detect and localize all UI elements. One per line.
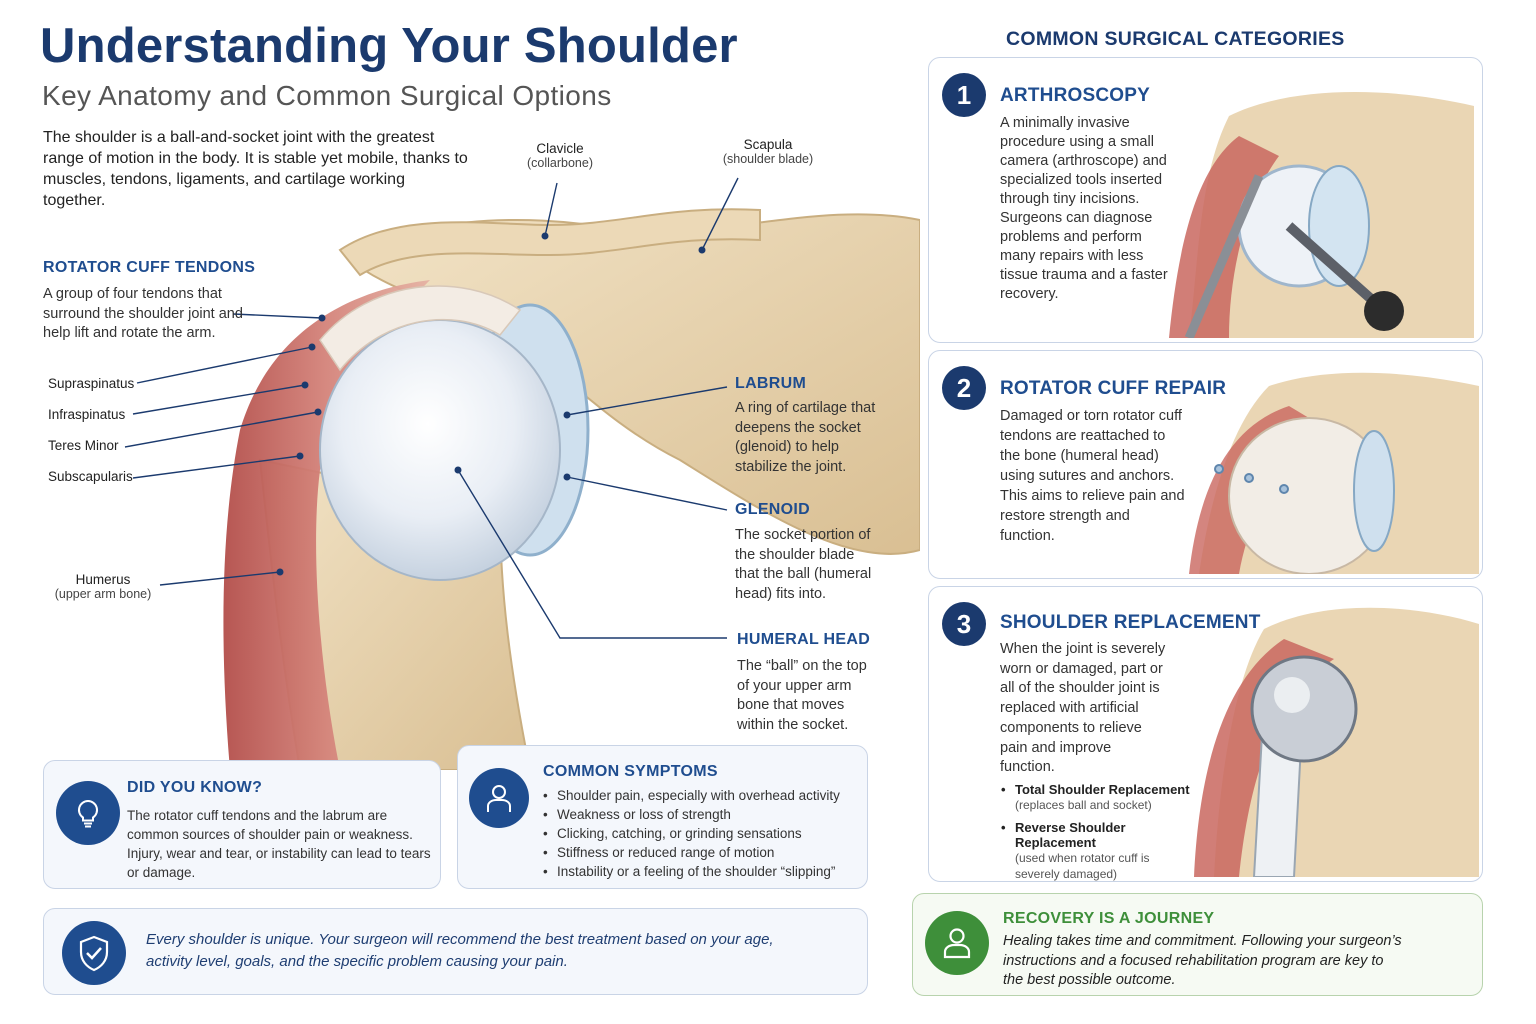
- clavicle-name: Clavicle: [536, 141, 584, 156]
- shield-check-icon: [62, 921, 126, 985]
- person-icon: [925, 911, 989, 975]
- replacement-option-name: Reverse Shoulder Replacement: [1001, 820, 1201, 850]
- arthroscopy-card: 1 ARTHROSCOPY A minimally invasive proce…: [928, 57, 1483, 343]
- surgical-heading: COMMON SURGICAL CATEGORIES: [1006, 28, 1345, 50]
- list-item: Shoulder pain, especially with overhead …: [543, 786, 863, 805]
- person-icon: [469, 768, 529, 828]
- recovery-heading: RECOVERY IS A JOURNEY: [1003, 910, 1215, 927]
- page-title: Understanding Your Shoulder: [40, 19, 738, 73]
- humerus-label: Humerus (upper arm bone): [48, 572, 158, 601]
- unique-note-card: Every shoulder is unique. Your surgeon w…: [43, 908, 868, 995]
- replacement-option: Total Shoulder Replacement (replaces bal…: [1001, 782, 1201, 813]
- rotator-cuff-repair-illustration: [1189, 372, 1479, 574]
- did-you-know-heading: DID YOU KNOW?: [127, 779, 263, 796]
- step-number-badge: 2: [942, 366, 986, 410]
- rotator-cuff-repair-title: ROTATOR CUFF REPAIR: [1000, 378, 1227, 399]
- muscle-label: Subscapularis: [48, 469, 133, 484]
- shoulder-replacement-illustration: [1194, 607, 1479, 877]
- scapula-note: (shoulder blade): [722, 152, 814, 166]
- replacement-option-note: (replaces ball and socket): [1015, 798, 1152, 812]
- humeral-head-text: The “ball” on the top of your upper arm …: [737, 658, 867, 733]
- unique-note-text: Every shoulder is unique. Your surgeon w…: [146, 931, 774, 970]
- recovery-card: RECOVERY IS A JOURNEY Healing takes time…: [912, 893, 1483, 996]
- page-subtitle: Key Anatomy and Common Surgical Options: [42, 80, 612, 111]
- symptoms-card: COMMON SYMPTOMS Shoulder pain, especiall…: [457, 745, 868, 889]
- labrum-heading: LABRUM: [735, 375, 807, 392]
- recovery-text: Healing takes time and commitment. Follo…: [1003, 933, 1402, 988]
- step-number-badge: 3: [942, 602, 986, 646]
- labrum-text: A ring of cartilage that deepens the soc…: [735, 400, 876, 475]
- scapula-label: Scapula (shoulder blade): [700, 137, 836, 166]
- symptoms-heading: COMMON SYMPTOMS: [543, 763, 718, 780]
- lightbulb-icon: [56, 781, 120, 845]
- glenoid-heading: GLENOID: [735, 501, 810, 518]
- humerus-note: (upper arm bone): [54, 587, 152, 601]
- rotator-cuff-heading: ROTATOR CUFF TENDONS: [43, 259, 256, 276]
- shoulder-replacement-text: When the joint is severely worn or damag…: [1000, 641, 1166, 776]
- shoulder-replacement-card: 3 SHOULDER REPLACEMENT When the joint is…: [928, 586, 1483, 882]
- step-number-badge: 1: [942, 73, 986, 117]
- list-item: Instability or a feeling of the shoulder…: [543, 862, 863, 881]
- intro-paragraph: The shoulder is a ball-and-socket joint …: [43, 129, 468, 209]
- list-item: Weakness or loss of strength: [543, 805, 863, 824]
- list-item: Clicking, catching, or grinding sensatio…: [543, 824, 863, 843]
- replacement-option: Reverse Shoulder Replacement (used when …: [1001, 820, 1201, 882]
- arthroscopy-text: A minimally invasive procedure using a s…: [1000, 115, 1168, 302]
- rotator-cuff-repair-card: 2 ROTATOR CUFF REPAIR Damaged or torn ro…: [928, 350, 1483, 579]
- humeral-head-heading: HUMERAL HEAD: [737, 631, 871, 648]
- rotator-cuff-text: A group of four tendons that surround th…: [43, 286, 243, 341]
- did-you-know-card: DID YOU KNOW? The rotator cuff tendons a…: [43, 760, 441, 889]
- symptoms-list: Shoulder pain, especially with overhead …: [543, 786, 863, 881]
- replacement-option-name: Total Shoulder Replacement: [1001, 782, 1201, 797]
- rotator-cuff-repair-text: Damaged or torn rotator cuff tendons are…: [1000, 408, 1185, 544]
- humerus-name: Humerus: [75, 572, 131, 587]
- muscle-label: Supraspinatus: [48, 376, 135, 391]
- replacement-option-note: (used when rotator cuff is severely dama…: [1015, 851, 1150, 881]
- did-you-know-text: The rotator cuff tendons and the labrum …: [127, 808, 431, 880]
- clavicle-note: (collarbone): [526, 156, 593, 170]
- list-item: Stiffness or reduced range of motion: [543, 843, 863, 862]
- shoulder-replacement-title: SHOULDER REPLACEMENT: [1000, 612, 1261, 633]
- clavicle-label: Clavicle (collarbone): [500, 141, 620, 170]
- arthroscopy-title: ARTHROSCOPY: [1000, 85, 1150, 106]
- glenoid-text: The socket portion of the shoulder blade…: [735, 527, 872, 602]
- scapula-name: Scapula: [743, 137, 793, 152]
- muscle-label: Teres Minor: [48, 438, 119, 453]
- arthroscopy-illustration: [1169, 92, 1474, 338]
- muscle-label: Infraspinatus: [48, 407, 126, 422]
